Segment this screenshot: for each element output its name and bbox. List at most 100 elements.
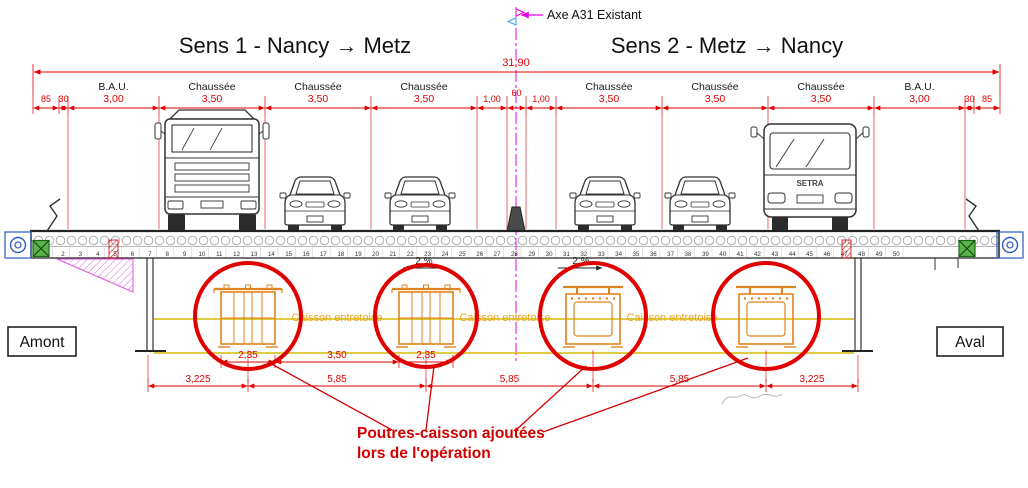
dim-segment-name: Chaussée — [797, 81, 844, 93]
girder-number: 3 — [79, 251, 83, 258]
total-width-value: 31,90 — [502, 57, 530, 69]
annotation-line1: Poutres-caisson ajoutées — [357, 425, 545, 442]
annotation-group: Poutres-caisson ajoutées lors de l'opéra… — [267, 357, 749, 462]
girder-number: 18 — [337, 251, 344, 258]
dim-segment-value: 3,50 — [308, 93, 329, 105]
dim-segment-name: B.A.U. — [904, 81, 934, 93]
deck-group: 1234567891011121314151617181920212223242… — [4, 198, 1024, 293]
girder-number: 30 — [546, 251, 553, 258]
dim-segment-value: 30 — [58, 94, 68, 104]
girder-number: 4 — [96, 251, 100, 258]
dim-value: 3,50 — [327, 350, 347, 361]
girder-number: 2 — [61, 251, 65, 258]
edge-anchor-circle — [1001, 236, 1019, 254]
girder-number: 20 — [372, 251, 379, 258]
girder-numbers-row: 1234567891011121314151617181920212223242… — [44, 251, 900, 258]
car-vehicle — [279, 176, 351, 232]
annotation-line2: lors de l'opération — [357, 445, 491, 462]
girder-number: 35 — [632, 251, 639, 258]
girder-number: 40 — [719, 251, 726, 258]
girder-number: 24 — [442, 251, 449, 258]
dim-segment-value: 3,50 — [705, 93, 726, 105]
leader-line — [515, 365, 587, 431]
girder-number: 26 — [476, 251, 483, 258]
dim-value: 3,225 — [185, 374, 210, 385]
dim-value: 5,85 — [500, 374, 520, 385]
girder-number: 39 — [702, 251, 709, 258]
edge-anchor-circle — [1006, 241, 1014, 249]
amont-label: Amont — [20, 334, 65, 351]
dim-segment-name: Chaussée — [188, 81, 235, 93]
truck-vehicle — [154, 109, 270, 232]
girder-number: 25 — [459, 251, 466, 258]
deck-rib-pattern — [31, 233, 999, 246]
girder-number: 27 — [494, 251, 501, 258]
girder-number: 21 — [389, 251, 396, 258]
girder-number: 16 — [303, 251, 310, 258]
girder-number: 33 — [598, 251, 605, 258]
dim-segment-name: Chaussée — [691, 81, 738, 93]
dim-segment-name: B.A.U. — [98, 81, 128, 93]
girder-number: 34 — [615, 251, 622, 258]
girder-number: 42 — [754, 251, 761, 258]
box-girder — [561, 285, 625, 349]
dim-segment-value: 3,00 — [909, 93, 930, 105]
leader-line — [425, 365, 435, 431]
signature-scribble — [721, 393, 783, 405]
girder-number: 7 — [148, 251, 152, 258]
slope-label: 2 % — [415, 256, 432, 267]
girder-number: 8 — [165, 251, 169, 258]
total-dimension: 31,90 — [32, 57, 1001, 96]
edge-anchor-circle — [9, 236, 27, 254]
dim-segment-name: Chaussée — [294, 81, 341, 93]
caisson-label: Caisson entretoise — [459, 312, 550, 324]
girder-number: 23 — [424, 251, 431, 258]
girder-number: 13 — [251, 251, 258, 258]
dim-segment-value: 3,00 — [103, 93, 124, 105]
caisson-label: Caisson entretoise — [291, 312, 382, 324]
bearing-cross — [958, 240, 976, 257]
dim-segment-name: Chaussée — [400, 81, 447, 93]
girder-number: 37 — [667, 251, 674, 258]
dim-value: 5,85 — [670, 374, 690, 385]
dim-segment-value: 3,50 — [414, 93, 435, 105]
girder-number: 10 — [198, 251, 205, 258]
aval-box — [936, 326, 1004, 357]
girder-number: 38 — [685, 251, 692, 258]
girder-number: 17 — [320, 251, 327, 258]
edge-anchor-left — [4, 231, 32, 259]
girder-number: 31 — [563, 251, 570, 258]
direction-title-sens2: Sens 2 - Metz → Nancy — [611, 33, 843, 58]
leader-line — [542, 357, 749, 433]
dimension-extension-lines — [147, 350, 859, 382]
caisson-label: Caisson entretoise — [626, 312, 717, 324]
axis-benchmark-icon — [515, 8, 526, 17]
dim-value: 3,225 — [799, 374, 824, 385]
car-vehicle — [384, 176, 456, 232]
dim-segment-value: 3,50 — [202, 93, 223, 105]
box-girder — [734, 285, 798, 349]
dim-segment-value: 85 — [41, 94, 51, 104]
girder-number: 29 — [528, 251, 535, 258]
girder-number: 32 — [580, 251, 587, 258]
girder-number: 15 — [285, 251, 292, 258]
girder-cells — [37, 247, 905, 258]
side-label-left: Amont — [7, 326, 77, 357]
girder-number: 9 — [183, 251, 187, 258]
axis-benchmark-icon — [506, 17, 517, 26]
amont-box — [7, 326, 77, 357]
axis-label: Axe A31 Existant — [547, 8, 642, 22]
axis-group: Axe A31 Existant — [506, 7, 642, 364]
dim-segment-value: 1,00 — [483, 94, 501, 104]
dim-segment-value: 3,50 — [599, 93, 620, 105]
bearing-cross — [32, 240, 50, 257]
car-vehicle — [569, 176, 641, 232]
substructure-group: Caisson entretoise Caisson entretoise Ca… — [135, 256, 873, 354]
girder-number: 44 — [789, 251, 796, 258]
car-vehicle — [664, 176, 736, 232]
hatched-girder-marker — [841, 239, 852, 259]
girder-number: 41 — [737, 251, 744, 258]
girder-number: 11 — [216, 251, 223, 258]
